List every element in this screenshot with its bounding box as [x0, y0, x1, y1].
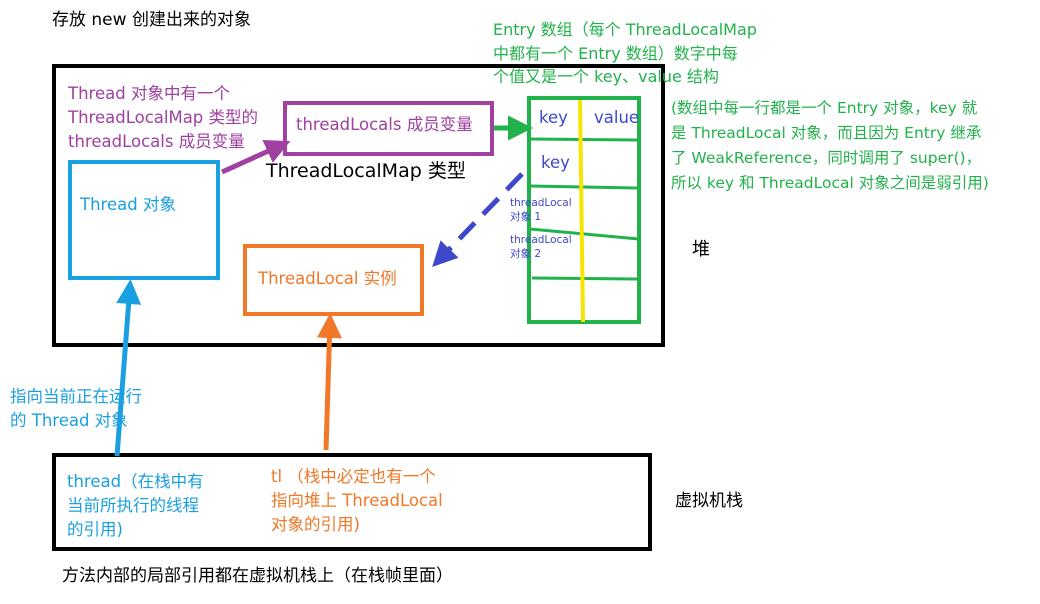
tl-stack-ref: tl （栈中必定也有一个 指向堆上 ThreadLocal 对象的引用)	[271, 465, 443, 537]
bottom-caption: 方法内部的局部引用都在虚拟机栈上（在栈帧里面）	[62, 566, 453, 586]
entry-note-line-4: (数组中每一行都是一个 Entry 对象，key 就	[671, 99, 978, 117]
heap-top-caption: 存放 new 创建出来的对象	[52, 10, 251, 30]
entry-row-1-key-line-1: threadLocal	[510, 197, 572, 209]
entry-row-2-key: threadLocal 对象 2	[510, 233, 572, 261]
thread-stack-ref-line-2: 当前所执行的线程	[67, 496, 199, 515]
tl-ref-arrow	[316, 313, 342, 451]
thread-ref-arrow	[114, 279, 142, 457]
thread-stack-ref: thread（在栈中有 当前所执行的线程 的引用)	[67, 470, 204, 542]
vm-stack-label: 虚拟机栈	[675, 491, 743, 511]
entry-row-line-4	[531, 276, 638, 281]
entry-row-1-key-line-2: 对象 1	[510, 211, 542, 223]
thread-note-line-2: ThreadLocalMap 类型的	[68, 108, 259, 127]
tl-stack-ref-line-1: tl （栈中必定也有一个	[271, 467, 436, 486]
thread-stack-ref-line-3: 的引用)	[67, 520, 123, 539]
tl-stack-ref-line-2: 指向堆上 ThreadLocal	[271, 491, 443, 510]
threadlocals-label: threadLocals 成员变量	[296, 115, 473, 134]
entry-row-2-key-line-2: 对象 2	[510, 248, 542, 260]
threadlocal-instance-label: ThreadLocal 实例	[258, 269, 397, 288]
thread-note-line-3: threadLocals 成员变量	[68, 132, 245, 151]
current-thread-note: 指向当前正在运行 的 Thread 对象	[10, 385, 142, 433]
entry-header-key: key	[539, 108, 568, 127]
entry-row-line-2	[529, 184, 640, 190]
entry-note: Entry 数组（每个 ThreadLocalMap 中都有一个 Entry 数…	[493, 18, 757, 89]
entry-note-line-2: 中都有一个 Entry 数组）数字中每	[493, 43, 738, 63]
thread-to-threadlocals-arrow	[220, 140, 291, 175]
entry-note-line-3: 个值又是一个 key、value 结构	[493, 67, 719, 86]
entry-header-value: value	[594, 108, 640, 127]
thread-note: Thread 对象中有一个 ThreadLocalMap 类型的 threadL…	[68, 82, 258, 154]
thread-object-box	[68, 160, 220, 280]
heap-label: 堆	[692, 239, 710, 260]
entry-row-line-3	[529, 227, 640, 241]
tl-stack-ref-line-3: 对象的引用)	[271, 515, 360, 534]
entry-key-value-divider	[578, 99, 585, 323]
entry-note-line-1: Entry 数组（每个 ThreadLocalMap	[493, 20, 757, 39]
weak-reference-arrow	[432, 172, 524, 268]
threadlocalmap-type-label: ThreadLocalMap 类型	[266, 160, 466, 182]
entry-row-key: key	[541, 153, 570, 172]
entry-array-box	[527, 96, 641, 324]
entry-note-detail: (数组中每一行都是一个 Entry 对象，key 就 是 ThreadLocal…	[671, 96, 989, 196]
entry-note-line-6: 了 WeakReference，同时调用了 super()，	[671, 149, 982, 167]
heap-box	[52, 64, 665, 347]
entry-note-line-5: 是 ThreadLocal 对象，而且因为 Entry 继承	[671, 124, 982, 142]
threadlocals-box	[283, 101, 494, 156]
current-thread-note-line-1: 指向当前正在运行	[10, 387, 142, 406]
entry-note-line-7: 所以 key 和 ThreadLocal 对象之间是弱引用)	[671, 174, 989, 192]
entry-row-2-key-line-1: threadLocal	[510, 234, 572, 246]
thread-stack-ref-line-1: thread（在栈中有	[67, 472, 204, 491]
thread-note-line-1: Thread 对象中有一个	[68, 84, 230, 103]
thread-object-label: Thread 对象	[80, 195, 176, 214]
current-thread-note-line-2: 的 Thread 对象	[10, 411, 128, 430]
entry-row-1-key: threadLocal 对象 1	[510, 196, 572, 224]
entry-row-line-1	[529, 137, 640, 142]
vm-stack-box	[52, 453, 652, 551]
